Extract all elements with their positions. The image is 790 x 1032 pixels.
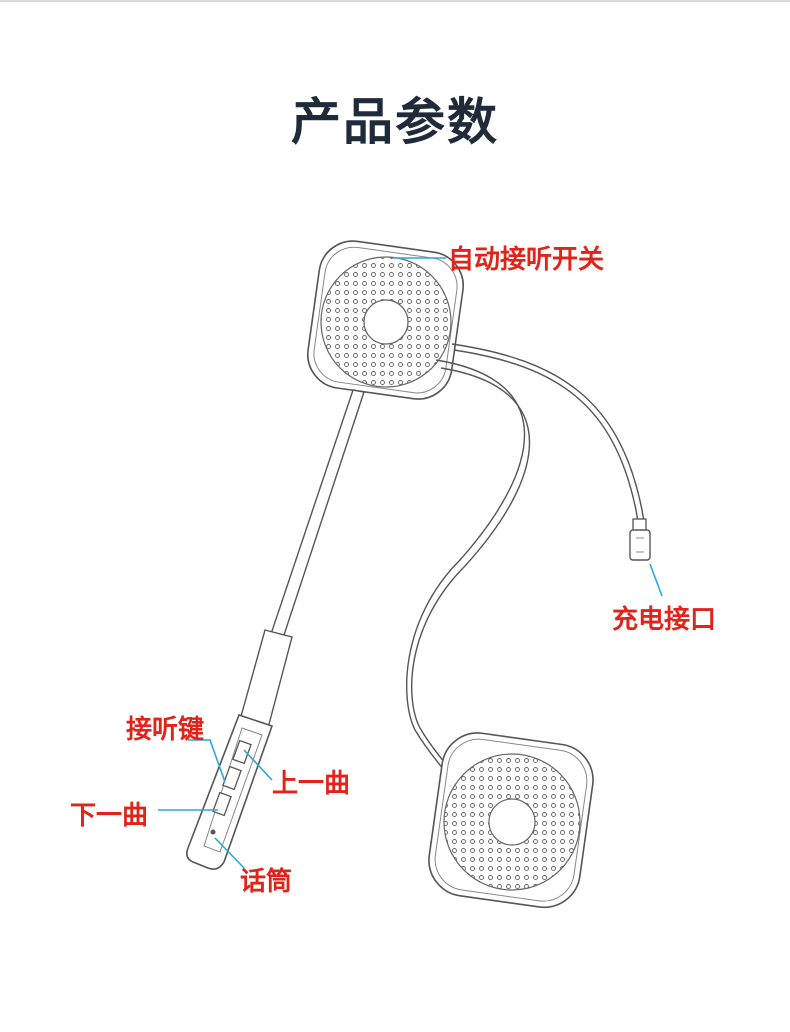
speaker-top	[307, 240, 464, 400]
callout-previous-track: 上一曲	[272, 769, 350, 799]
cables	[405, 343, 645, 779]
leader-line-answer-key	[188, 739, 226, 783]
answer-button	[222, 765, 242, 791]
microphone-hole	[210, 829, 216, 835]
page-title: 产品参数	[291, 93, 499, 151]
callout-answer-key: 接听键	[126, 714, 204, 745]
speaker-bottom	[428, 732, 594, 909]
top-divider	[0, 0, 790, 2]
charging-connector	[629, 518, 651, 561]
callout-auto-answer-switch: 自动接听开关	[448, 244, 604, 275]
callout-charging-port: 充电接口	[612, 604, 716, 635]
leader-line-microphone	[214, 837, 245, 869]
callout-next-track: 下一曲	[70, 801, 148, 831]
callout-microphone: 话筒	[240, 866, 292, 897]
leader-line-previous-track	[243, 749, 273, 781]
boom-mic-arm	[186, 389, 365, 870]
leader-line-charging-port	[649, 563, 663, 597]
